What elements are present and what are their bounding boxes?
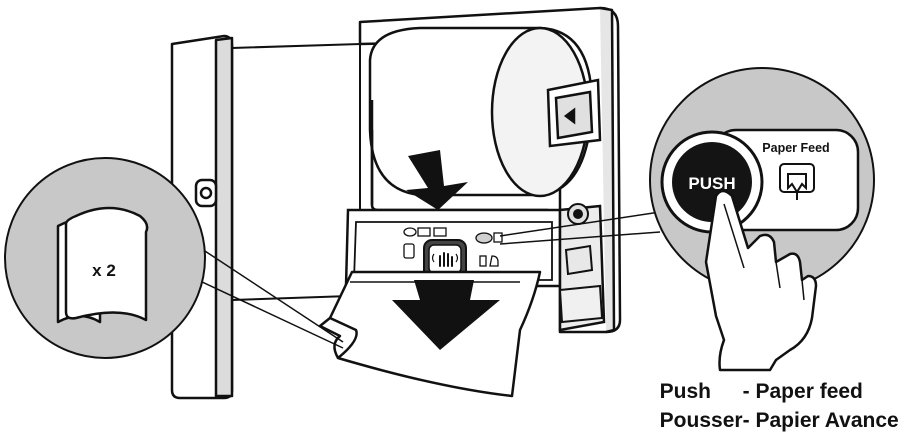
caption-line-2: Pousser- Papier Avance — [648, 385, 899, 433]
dispenser-diagram: x 2 Paper Feed PUSH — [4, 6, 875, 400]
caption-line-1: Push - Paper feed — [648, 356, 863, 404]
push-button-label: PUSH — [688, 174, 735, 193]
dispenser-door — [170, 34, 351, 400]
caption-desc-en: - Paper feed — [742, 380, 863, 403]
paper-feed-arrow-bottom — [392, 280, 500, 350]
housing-pictograms — [403, 227, 503, 267]
spare-roll-icon — [56, 206, 149, 324]
paper-feed-arrow-top — [406, 150, 468, 210]
paper-feed-label: Paper Feed — [762, 141, 829, 155]
caption-desc-fr: - Papier Avance — [742, 409, 899, 432]
door-lock — [194, 178, 218, 208]
push-button-callout: Paper Feed PUSH — [499, 67, 875, 372]
caption-action-fr: Pousser — [659, 409, 743, 432]
caption-action-en: Push — [659, 380, 712, 403]
spare-roll-count: x 2 — [92, 261, 116, 280]
roll-holder — [546, 78, 602, 148]
pressing-hand-icon — [704, 189, 818, 372]
paper-feed-icon — [779, 163, 815, 200]
dispenser-mechanism — [558, 203, 604, 324]
spare-roll-callout: x 2 — [4, 157, 344, 359]
